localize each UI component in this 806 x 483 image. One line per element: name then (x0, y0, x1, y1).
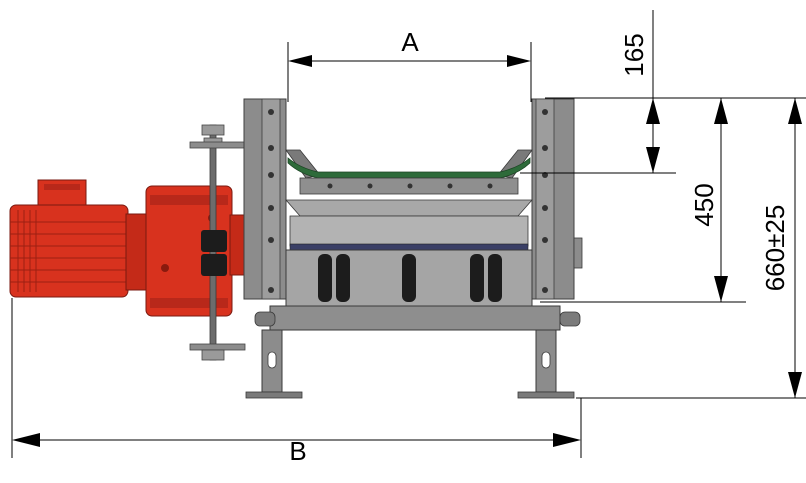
dimension-label-a: A (401, 27, 419, 57)
dimension-arrows (12, 55, 802, 447)
gearbox (145, 185, 245, 317)
dimension-label-660: 660±25 (760, 205, 790, 292)
electric-motor (9, 179, 149, 298)
dimension-lines (11, 10, 806, 458)
tension-rod (189, 124, 246, 361)
dimension-label-450: 450 (689, 183, 719, 226)
dimension-label-b: B (289, 436, 306, 466)
dimension-label-165: 165 (619, 33, 649, 76)
conveyor-frame (243, 98, 583, 399)
